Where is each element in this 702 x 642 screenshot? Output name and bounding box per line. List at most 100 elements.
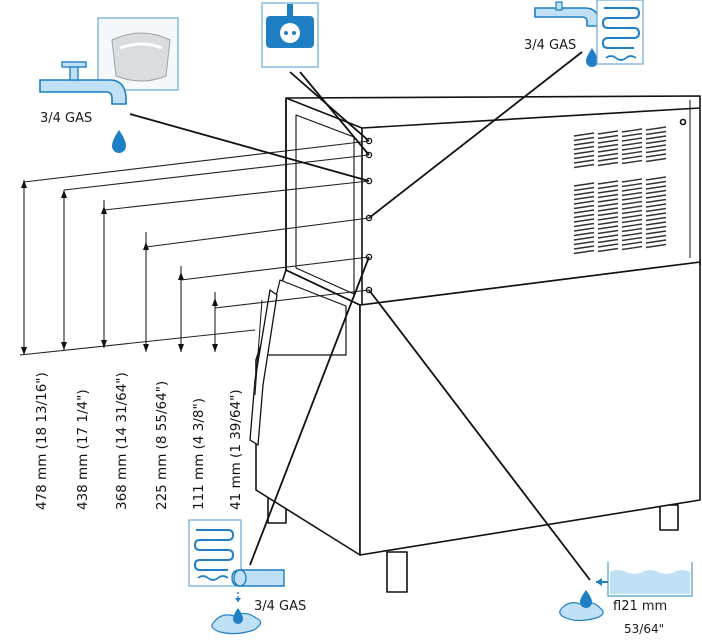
louver-slot: [573, 154, 595, 160]
louver-slot: [597, 189, 619, 194]
connection-leaders: [129, 51, 591, 581]
louver-slot: [621, 191, 643, 197]
louver-slot: [621, 232, 643, 237]
louver-slot: [645, 144, 667, 149]
louver-slot: [573, 209, 595, 214]
drain-right-mm-label: fl21 mm: [613, 599, 667, 614]
louver-slot: [621, 196, 643, 201]
louver-slot: [645, 180, 667, 186]
dimension-label-478: 478 mm (18 13/16"): [34, 372, 50, 510]
louver-slot: [597, 143, 619, 149]
inlet-right-gas-label: 3/4 GAS: [524, 38, 576, 53]
louver-slot: [645, 225, 667, 231]
louver-slot: [621, 128, 643, 133]
louver-slot: [573, 231, 595, 237]
louver-slot: [573, 186, 595, 192]
louver-slot: [645, 203, 667, 208]
louver-slot: [645, 239, 667, 244]
louver-slot: [597, 211, 619, 217]
louver-slot: [573, 136, 595, 142]
louver-slot: [645, 148, 667, 154]
louver-slot: [645, 198, 667, 204]
ventilation-louvers: [573, 126, 667, 255]
dimension-arrows: [21, 180, 218, 355]
dimension-label-368: 368 mm (14 31/64"): [114, 372, 130, 510]
drain-condenser-icon: [188, 519, 285, 635]
louver-slot: [621, 146, 643, 151]
louver-slot: [621, 236, 643, 242]
louver-slot: [621, 241, 643, 246]
louver-slot: [645, 212, 667, 217]
louver-slot: [597, 234, 619, 239]
louver-slot: [621, 137, 643, 142]
louver-slot: [597, 130, 619, 135]
louver-slot: [573, 240, 595, 246]
louver-slot: [645, 243, 667, 249]
louver-slot: [573, 222, 595, 228]
louver-slot: [597, 184, 619, 190]
louver-slot: [597, 148, 619, 153]
louver-slot: [645, 130, 667, 136]
louver-slot: [621, 182, 643, 188]
louver-slot: [621, 223, 643, 228]
louver-slot: [573, 159, 595, 164]
louver-slot: [621, 209, 643, 215]
louver-slot: [597, 180, 619, 185]
dimension-label-111: 111 mm (4 3/8"): [191, 398, 207, 510]
louver-slot: [645, 189, 667, 195]
louver-slot: [597, 247, 619, 253]
louver-slot: [597, 229, 619, 235]
louver-slot: [597, 157, 619, 162]
louver-slot: [645, 176, 667, 181]
louver-slot: [597, 198, 619, 203]
louver-slot: [645, 185, 667, 190]
dimension-labels: 478 mm (18 13/16") 438 mm (17 1/4") 368 …: [34, 372, 244, 510]
louver-slot: [573, 213, 595, 219]
louver-slot: [621, 132, 643, 138]
louver-slot: [573, 141, 595, 146]
louver-slot: [645, 126, 667, 131]
louver-slot: [573, 195, 595, 201]
louver-slot: [621, 245, 643, 251]
louver-slot: [621, 159, 643, 165]
louver-slot: [645, 234, 667, 240]
louver-slot: [573, 200, 595, 205]
louver-slot: [621, 141, 643, 147]
drain-bin-icon: [559, 562, 693, 622]
louver-slot: [645, 207, 667, 213]
louver-slot: [597, 193, 619, 199]
louver-slot: [597, 238, 619, 244]
louver-slot: [597, 161, 619, 167]
louver-slot: [597, 152, 619, 158]
louver-slot: [597, 139, 619, 144]
louver-slot: [573, 249, 595, 255]
louver-slot: [573, 236, 595, 241]
louver-slot: [645, 157, 667, 163]
inlet-left-gas-label: 3/4 GAS: [40, 111, 92, 126]
louver-slot: [621, 218, 643, 224]
louver-slot: [621, 214, 643, 219]
dimension-label-438: 438 mm (17 1/4"): [75, 389, 91, 510]
louver-slot: [621, 200, 643, 206]
louver-slot: [573, 163, 595, 169]
dimension-label-225: 225 mm (8 55/64"): [154, 381, 170, 510]
louver-slot: [597, 202, 619, 208]
louver-slot: [645, 230, 667, 235]
louver-slot: [597, 216, 619, 221]
louver-slot: [597, 220, 619, 226]
water-tap-ice-icon: [39, 17, 179, 153]
ice-machine-drawing: [249, 95, 701, 593]
louver-slot: [645, 216, 667, 222]
louver-slot: [621, 150, 643, 156]
louver-slot: [573, 132, 595, 137]
louver-slot: [621, 155, 643, 160]
storage-bin: [249, 259, 701, 556]
louver-slot: [573, 227, 595, 232]
drain-left-gas-label: 3/4 GAS: [254, 599, 306, 614]
louver-slot: [645, 139, 667, 145]
louver-slot: [573, 150, 595, 155]
louver-slot: [573, 204, 595, 210]
louver-slot: [621, 205, 643, 210]
louver-slot: [645, 135, 667, 140]
